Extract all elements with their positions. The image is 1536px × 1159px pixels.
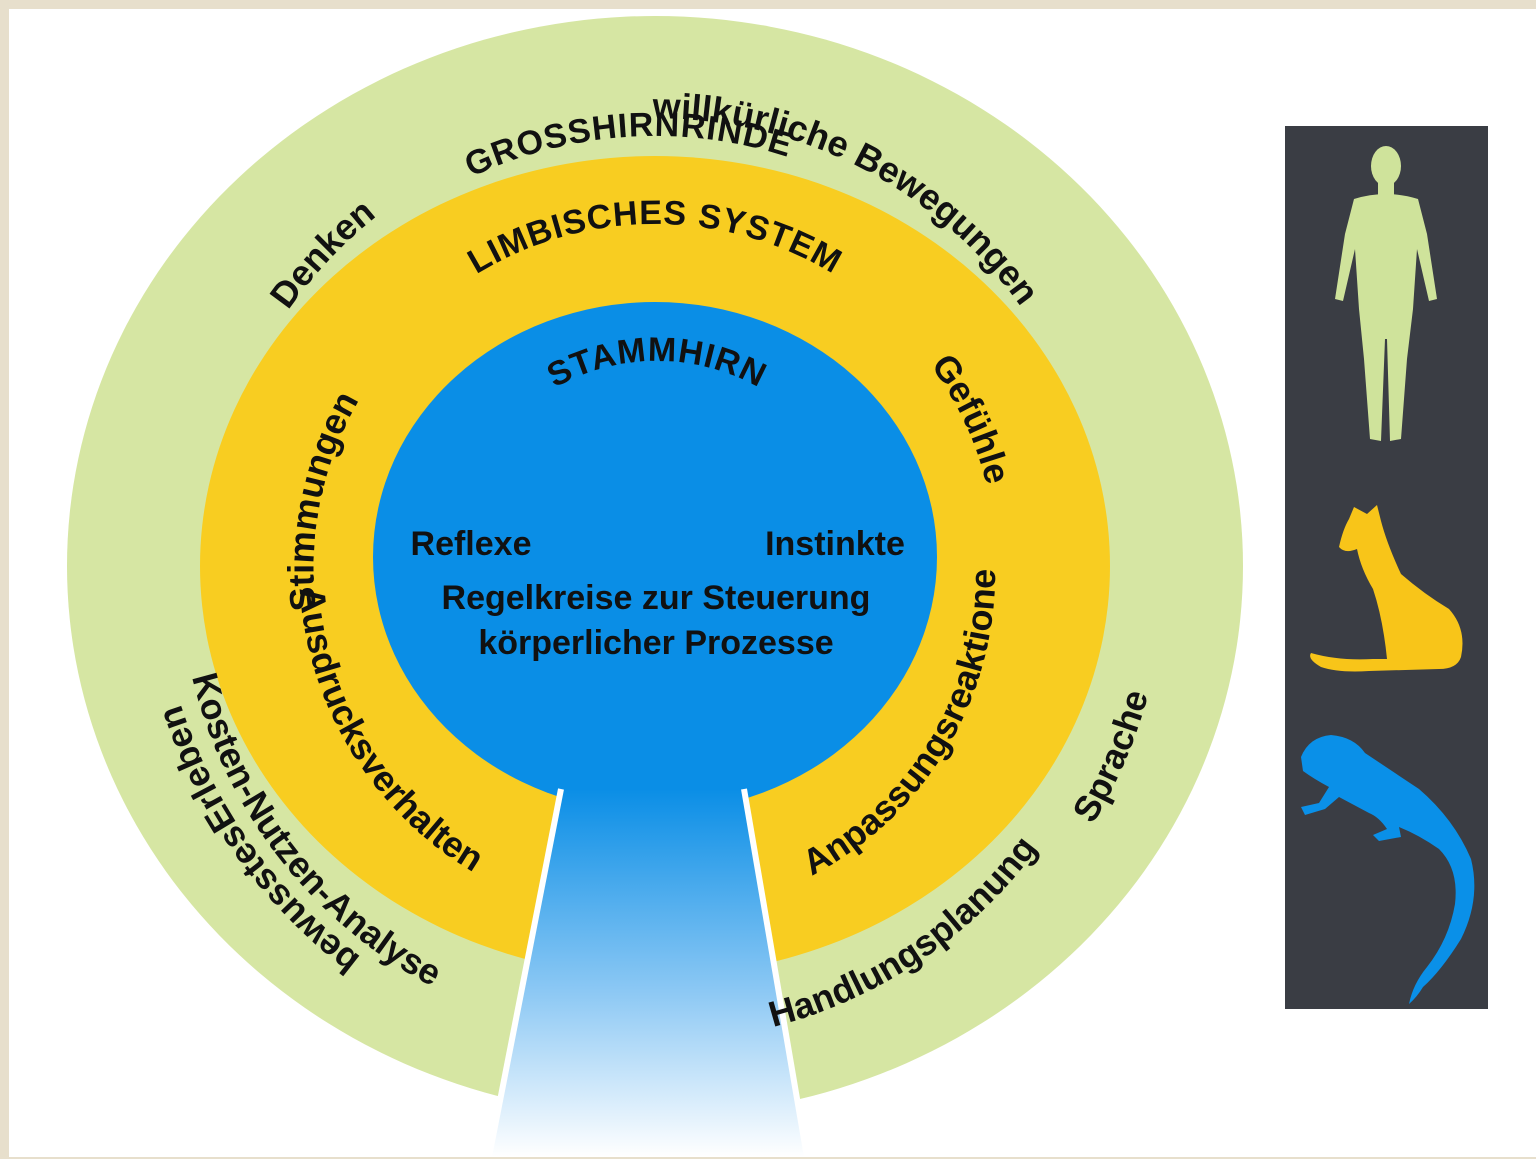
- brainstem-stalk: [489, 789, 807, 1157]
- label-regelkreise-line2: körperlicher Prozesse: [478, 624, 833, 662]
- label-regelkreise-line1: Regelkreise zur Steuerung: [442, 579, 871, 617]
- lizard-silhouette-icon: [1301, 735, 1475, 1004]
- inner-core-brainstem: [373, 302, 937, 812]
- label-reflexe: Reflexe: [411, 525, 532, 563]
- label-instinkte: Instinkte: [765, 525, 905, 563]
- human-silhouette-icon: [1335, 146, 1437, 441]
- cat-silhouette-icon: [1310, 505, 1463, 672]
- diagram-frame: GROSSHIRNRINDE Denken willkürliche Beweg…: [9, 9, 1536, 1157]
- brain-layers-diagram: GROSSHIRNRINDE Denken willkürliche Beweg…: [9, 9, 1488, 1157]
- species-panel: [1285, 126, 1488, 1009]
